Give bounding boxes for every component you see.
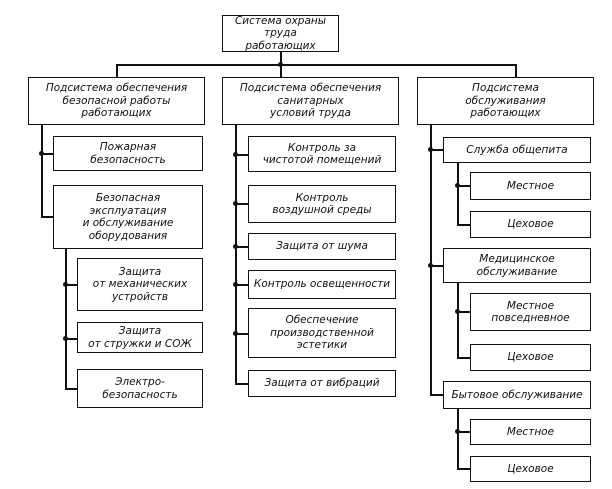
junction-dot [39,151,44,156]
subsystem-safe-work: Подсистема обеспечения безопасной работы… [28,77,205,125]
node-medical-local-daily: Местное повседневное [470,293,591,331]
node-fire-safety: Пожарная безопасность [53,136,203,171]
node-household-service: Бытовое обслуживание [443,381,591,409]
subsystem-sanitary-conditions: Подсистема обеспечения санитарных услови… [222,77,399,125]
connector [65,248,67,389]
connector [457,311,470,313]
connector [65,284,77,286]
node-mechanical-protection: Защита от механических устройств [77,258,203,311]
node-noise-protection: Защита от шума [248,233,396,260]
connector [235,124,237,384]
connector [116,64,118,77]
node-catering-service: Служба общепита [443,137,591,163]
junction-dot [428,147,433,152]
connector [235,284,248,286]
node-catering-local: Местное [470,172,591,200]
junction-dot [233,244,238,249]
connector [235,333,248,335]
connector [41,216,53,218]
junction-dot [63,336,68,341]
junction-dot [455,183,460,188]
connector [430,265,443,267]
connector [457,185,470,187]
connector [457,162,459,225]
connector [430,149,443,151]
connector [457,408,459,469]
connector [430,394,443,396]
junction-dot [63,282,68,287]
junction-dot [428,263,433,268]
node-household-local: Местное [470,419,591,445]
junction-dot [455,429,460,434]
node-medical-shop: Цеховое [470,344,591,371]
node-chip-coolant-protection: Защита от стружки и СОЖ [77,322,203,353]
connector [457,357,470,359]
connector [41,124,43,218]
connector [116,64,516,66]
node-catering-shop: Цеховое [470,211,591,238]
node-premises-cleanliness: Контроль за чистотой помещений [248,136,396,172]
connector [457,431,470,433]
connector [430,124,432,395]
connector [235,246,248,248]
node-medical-service: Медицинское обслуживание [443,248,591,283]
junction-dot [233,152,238,157]
connector [457,282,459,358]
node-lighting-control: Контроль освещенности [248,270,396,299]
node-electrical-safety: Электро- безопасность [77,369,203,408]
connector [457,224,470,226]
connector [515,64,517,77]
connector [280,51,282,65]
junction-dot [455,309,460,314]
node-household-shop: Цеховое [470,456,591,482]
junction-dot [233,201,238,206]
root-node: Система охраны труда работающих [222,15,339,52]
node-air-quality-control: Контроль воздушной среды [248,185,396,223]
connector [41,153,53,155]
node-vibration-protection: Защита от вибраций [248,370,396,397]
connector [65,338,77,340]
connector [235,154,248,156]
connector [457,468,470,470]
junction-dot [233,331,238,336]
node-industrial-aesthetics: Обеспечение производственной эстетики [248,308,396,358]
node-safe-equipment-operation: Безопасная эксплуатация и обслуживание о… [53,185,203,249]
connector [65,388,77,390]
subsystem-worker-services: Подсистема обслуживания работающих [417,77,594,125]
connector [280,64,282,77]
connector [235,203,248,205]
connector [235,383,248,385]
junction-dot [233,282,238,287]
